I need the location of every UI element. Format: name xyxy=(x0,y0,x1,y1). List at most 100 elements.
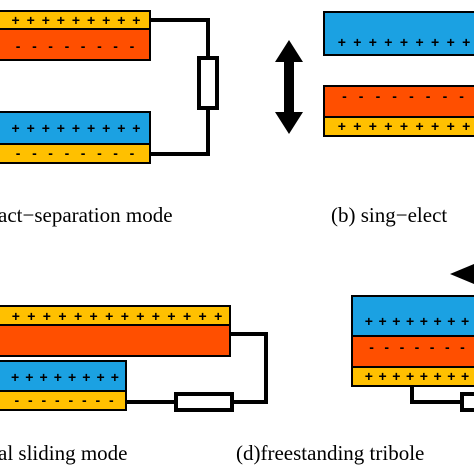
charge-sign: - xyxy=(16,145,21,161)
charge-sign: - xyxy=(65,38,70,54)
a-bottom-blue-layer xyxy=(0,111,151,145)
charge-sign: - xyxy=(426,88,431,104)
charge-sign: + xyxy=(42,12,50,28)
charge-sign: + xyxy=(132,120,140,136)
charge-sign: + xyxy=(447,34,455,50)
caption-b: (b) sing−elect xyxy=(331,203,447,227)
b-blue-layer xyxy=(323,11,474,56)
charge-sign: - xyxy=(48,38,53,54)
charge-sign: - xyxy=(32,38,37,54)
c-wire xyxy=(230,332,268,404)
charge-sign: + xyxy=(434,368,442,384)
charge-sign: - xyxy=(28,392,33,408)
charge-sign: + xyxy=(87,12,95,28)
charge-sign: + xyxy=(434,313,442,329)
charge-sign: + xyxy=(12,120,20,136)
charge-sign: + xyxy=(27,308,35,324)
d-blue-charges: ++++++++ xyxy=(365,313,469,329)
panel-d: ++++++++ ------- ++++++++ (d)freestandin… xyxy=(236,264,474,465)
charge-sign: - xyxy=(16,38,21,54)
charge-sign: + xyxy=(57,12,65,28)
charge-sign: + xyxy=(167,308,175,324)
charge-sign: + xyxy=(406,313,414,329)
charge-sign: + xyxy=(27,120,35,136)
c-top-yellow-charges: ++++++++++++++ xyxy=(12,308,223,324)
charge-sign: + xyxy=(183,308,191,324)
charge-sign: + xyxy=(82,369,90,385)
c-blue-charges: ++++++++ xyxy=(11,369,119,385)
charge-sign: - xyxy=(392,88,397,104)
charge-sign: + xyxy=(132,12,140,28)
charge-sign: + xyxy=(392,368,400,384)
charge-sign: - xyxy=(130,145,135,161)
charge-sign: + xyxy=(121,308,129,324)
charge-sign: + xyxy=(353,118,361,134)
charge-sign: + xyxy=(117,12,125,28)
charge-sign: + xyxy=(447,368,455,384)
charge-sign: + xyxy=(12,308,20,324)
d-left-arrow-icon xyxy=(450,264,474,284)
b-blue-charges: +++++++++ xyxy=(338,34,471,50)
charge-sign: + xyxy=(102,120,110,136)
charge-sign: + xyxy=(406,368,414,384)
charge-sign: - xyxy=(55,392,60,408)
panel-c: ++++++++++++++ ++++++++ -------- al slid… xyxy=(0,305,268,465)
charge-sign: + xyxy=(136,308,144,324)
charge-sign: + xyxy=(111,369,119,385)
charge-sign: + xyxy=(392,313,400,329)
c-orange-layer xyxy=(0,324,231,357)
charge-sign: - xyxy=(97,38,102,54)
b-orange-charges: -------- xyxy=(342,88,464,104)
charge-sign: + xyxy=(152,308,160,324)
charge-sign: - xyxy=(97,145,102,161)
charge-sign: + xyxy=(42,120,50,136)
b-yellow-charges: +++++++++ xyxy=(338,118,471,134)
charge-sign: + xyxy=(102,12,110,28)
c-bottom-yellow-charges: -------- xyxy=(14,392,114,408)
charge-sign: + xyxy=(72,12,80,28)
a-top-orange-layer xyxy=(0,28,151,61)
charge-sign: - xyxy=(68,392,73,408)
charge-sign: - xyxy=(113,38,118,54)
charge-sign: + xyxy=(369,34,377,50)
charge-sign: - xyxy=(443,88,448,104)
d-yellow-charges: ++++++++ xyxy=(365,368,469,384)
charge-sign: - xyxy=(65,145,70,161)
charge-sign: + xyxy=(365,368,373,384)
charge-sign: + xyxy=(353,34,361,50)
charge-sign: + xyxy=(27,12,35,28)
d-wire xyxy=(410,386,462,404)
charge-sign: + xyxy=(68,369,76,385)
charge-sign: + xyxy=(57,120,65,136)
d-orange-charges: ------- xyxy=(369,339,465,355)
charge-sign: + xyxy=(384,118,392,134)
charge-sign: + xyxy=(365,313,373,329)
charge-sign: + xyxy=(462,118,470,134)
charge-sign: - xyxy=(14,392,19,408)
charge-sign: + xyxy=(338,118,346,134)
charge-sign: + xyxy=(431,118,439,134)
charge-sign: + xyxy=(11,369,19,385)
charge-sign: - xyxy=(81,38,86,54)
charge-sign: + xyxy=(379,368,387,384)
panel-a: +++++++++ -------- +++++++++ -------- ac… xyxy=(0,10,219,227)
charge-sign: - xyxy=(113,145,118,161)
charge-sign: + xyxy=(199,308,207,324)
charge-sign: + xyxy=(58,308,66,324)
charge-sign: - xyxy=(359,88,364,104)
a-top-yellow-charges: +++++++++ xyxy=(12,12,141,28)
charge-sign: - xyxy=(41,392,46,408)
charge-sign: - xyxy=(384,339,389,355)
charge-sign: + xyxy=(379,313,387,329)
charge-sign: + xyxy=(462,34,470,50)
charge-sign: + xyxy=(420,368,428,384)
charge-sign: - xyxy=(95,392,100,408)
charge-sign: - xyxy=(415,339,420,355)
charge-sign: + xyxy=(431,34,439,50)
charge-sign: - xyxy=(369,339,374,355)
panel-b: +++++++++ -------- +++++++++ (b) sing−el… xyxy=(275,11,474,227)
charge-sign: + xyxy=(461,313,469,329)
charge-sign: + xyxy=(74,308,82,324)
charge-sign: + xyxy=(40,369,48,385)
